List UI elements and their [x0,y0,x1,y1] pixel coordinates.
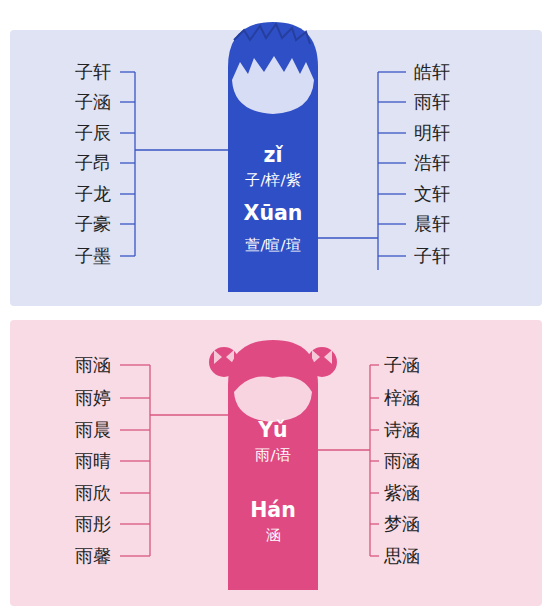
name-label: 子龙 [75,182,111,206]
boy-figure [228,22,318,292]
character-options: 涵 [228,521,318,549]
name-label: 雨涵 [75,353,111,377]
name-label: 子豪 [75,212,111,236]
name-label: 子墨 [75,244,111,268]
name-label: 浩轩 [414,151,450,175]
bow [214,350,234,364]
name-label: 皓轩 [414,60,450,84]
name-label: 雨欣 [75,481,111,505]
name-label: 子涵 [75,90,111,114]
girl-panel [10,320,542,606]
name-label: 紫涵 [384,481,420,505]
pinyin: Hán [228,496,318,524]
bracket [120,365,228,556]
girl-face [234,377,312,422]
pinyin: Xūan [228,199,318,227]
character-options: 萱/暄/瑄 [228,231,318,259]
bow [312,350,332,364]
name-label: 雨彤 [75,512,111,536]
name-label: 雨晨 [75,418,111,442]
name-label: 明轩 [414,121,450,145]
name-label: 子昂 [75,151,111,175]
name-label: 雨涵 [384,449,420,473]
name-label: 晨轩 [414,212,450,236]
name-label: 雨晴 [75,449,111,473]
boy-hair [234,24,310,44]
name-label: 子辰 [75,121,111,145]
name-label: 梓涵 [384,386,420,410]
girl-figure [228,340,318,590]
name-label: 子轩 [414,244,450,268]
name-label: 子轩 [75,60,111,84]
figure-node: Yǔ雨/语 Hán涵 [228,340,318,590]
name-label: 子涵 [384,353,420,377]
bracket [318,365,379,556]
pinyin: zǐ [228,141,318,169]
figure-node: zǐ子/梓/紫 Xūan 萱/暄/瑄 [228,22,318,292]
name-label: 诗涵 [384,418,420,442]
name-label: 梦涵 [384,512,420,536]
name-label: 雨婷 [75,386,111,410]
pinyin: Yǔ [228,416,318,444]
boy-face [232,56,314,114]
bracket [120,72,228,256]
name-label: 雨馨 [75,544,111,568]
name-label: 雨轩 [414,90,450,114]
bracket [318,72,406,270]
name-label: 思涵 [384,544,420,568]
name-label: 文轩 [414,182,450,206]
character-options: 雨/语 [228,441,318,469]
character-options: 子/梓/紫 [228,166,318,194]
